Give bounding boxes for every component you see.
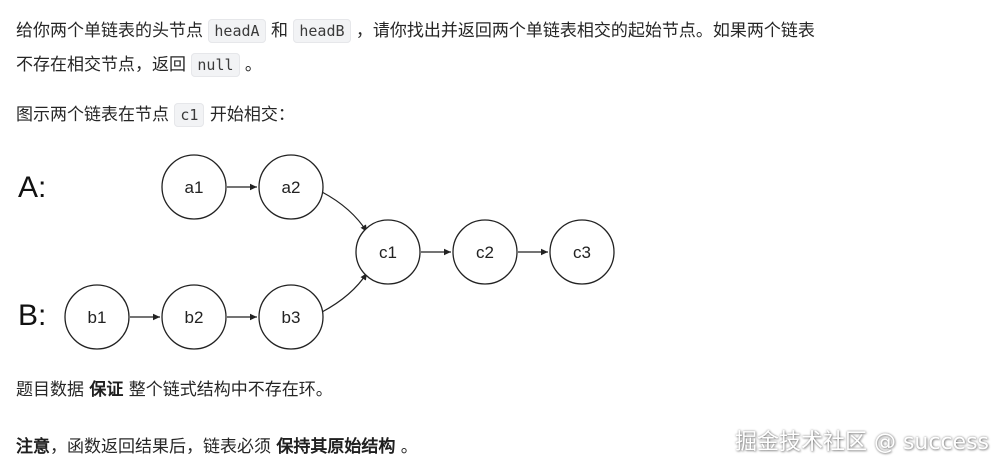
label-list-b: B: — [18, 299, 46, 332]
bold-guarantee: 保证 — [89, 380, 124, 400]
node-label: a1 — [185, 178, 204, 197]
description-line-1: 给你两个单链表的头节点 headA 和 headB ，请你找出并返回两个单链表相… — [16, 14, 815, 48]
node-circle — [549, 219, 615, 285]
node-label: b1 — [88, 308, 107, 327]
node-label: a2 — [282, 178, 301, 197]
bold-keep-structure: 保持其原始结构 — [276, 437, 396, 457]
node-c1: c1 — [355, 219, 421, 285]
code-headB: headB — [293, 19, 351, 43]
node-circle — [355, 219, 421, 285]
text-segment: 。 — [239, 55, 262, 75]
node-c2: c2 — [452, 219, 518, 285]
node-b2: b2 — [161, 284, 227, 350]
problem-description: 给你两个单链表的头节点 headA 和 headB ，请你找出并返回两个单链表相… — [16, 14, 815, 82]
constraint-note: 题目数据 保证 整个链式结构中不存在环。 — [16, 373, 333, 407]
watermark: 掘金技术社区 @ success — [734, 430, 989, 455]
code-null: null — [191, 53, 240, 77]
node-circle — [258, 284, 324, 350]
node-label: c1 — [379, 243, 397, 262]
node-label: b3 — [282, 308, 301, 327]
node-circle — [161, 154, 227, 220]
bold-attention: 注意 — [16, 437, 50, 457]
node-circle — [161, 284, 227, 350]
text-segment: 不存在相交节点，返回 — [16, 55, 192, 75]
text-segment: 开始相交： — [204, 105, 295, 125]
edge-a2-c1 — [321, 191, 368, 233]
node-b3: b3 — [258, 284, 324, 350]
node-circle — [258, 154, 324, 220]
label-list-a: A: — [18, 171, 46, 204]
node-label: b2 — [185, 308, 204, 327]
node-circle — [452, 219, 518, 285]
node-label: c2 — [476, 243, 494, 262]
text-segment: 题目数据 — [16, 380, 90, 400]
diagram-caption: 图示两个链表在节点 c1 开始相交： — [16, 98, 295, 132]
node-label: c3 — [573, 243, 591, 262]
node-b1: b1 — [64, 284, 130, 350]
node-c3: c3 — [549, 219, 615, 285]
node-a1: a1 — [161, 154, 227, 220]
text-segment: ，请你找出并返回两个单链表相交的起始节点。如果两个链表 — [350, 21, 815, 41]
text-segment: 给你两个单链表的头节点 — [16, 21, 209, 41]
edge-b3-c1 — [321, 272, 368, 313]
linked-list-diagram: A: B: a1 a2 b1 b2 b3 c1 c2 c3 — [18, 154, 615, 350]
attention-note: 注意，函数返回结果后，链表必须 保持其原始结构 。 — [16, 430, 418, 464]
code-headA: headA — [208, 19, 266, 43]
description-line-2: 不存在相交节点，返回 null 。 — [16, 48, 815, 82]
node-a2: a2 — [258, 154, 324, 220]
code-c1: c1 — [174, 103, 205, 127]
text-segment: 图示两个链表在节点 — [16, 105, 175, 125]
text-segment: 整个链式结构中不存在环。 — [123, 380, 333, 400]
node-circle — [64, 284, 130, 350]
text-segment: 。 — [395, 437, 418, 457]
text-segment: ，函数返回结果后，链表必须 — [50, 437, 277, 457]
text-segment: 和 — [265, 21, 294, 41]
